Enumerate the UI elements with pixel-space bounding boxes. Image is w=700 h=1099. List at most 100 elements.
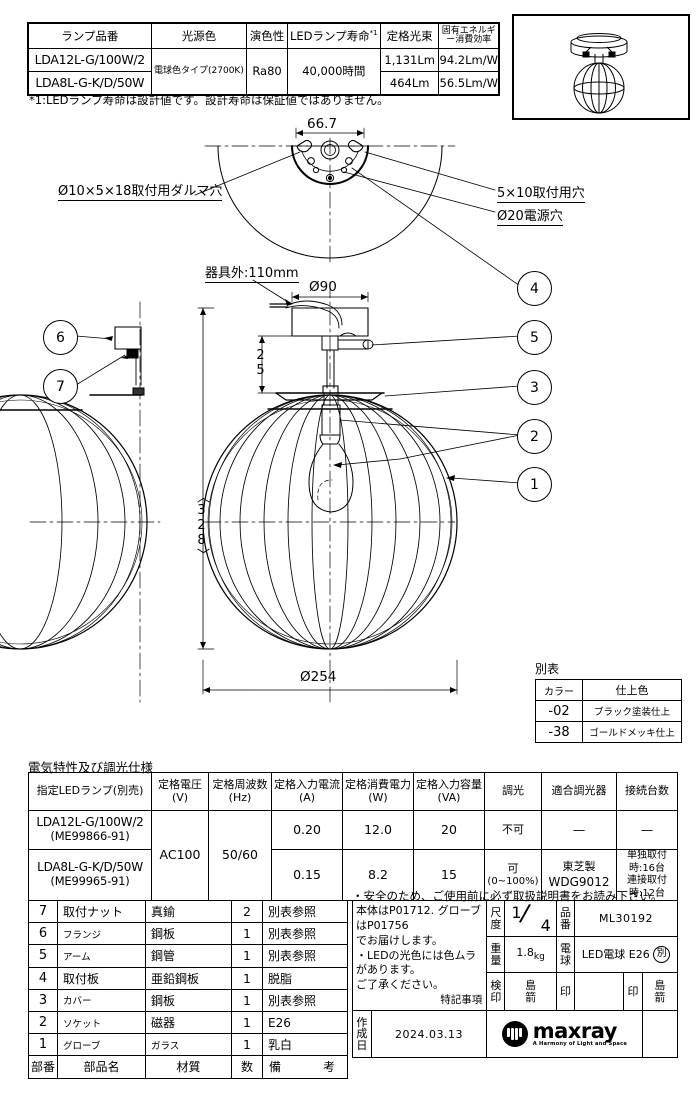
special-note-line-1: 本体はP01712. グローブはP01756: [356, 904, 481, 932]
brand-name: maxray: [532, 1018, 618, 1043]
table-row: 6 フランジ 鋼板 1 別表参照: [28, 922, 348, 946]
part-no-3: 3: [28, 988, 58, 1012]
part-name-3: カバー: [57, 988, 146, 1012]
part-material-5: 鋼管: [145, 944, 232, 968]
elec-current-1: 0.20: [271, 810, 343, 850]
parts-col-remark: 備 考: [262, 1055, 348, 1079]
elec-lamp-2: LDA8L-G-K/D/50W(ME99965-91): [28, 849, 152, 901]
part-remark-1: 乳白: [262, 1033, 348, 1057]
part-no-1: 1: [28, 1033, 58, 1057]
partno-label: 品番: [555, 900, 576, 937]
bulb-badge: 別: [653, 946, 671, 964]
title-block-row-4: 作成日 2024.03.13 maxray A Harmony of Light…: [352, 1010, 678, 1058]
weight-unit: kg: [533, 952, 545, 963]
part-qty-5: 1: [231, 944, 263, 968]
lamp-spec-header-flux: 定格光束: [379, 22, 440, 49]
special-note-line-2: でお届けします。: [356, 933, 443, 947]
lamp-model-1: LDA12L-G/100W/2: [27, 48, 152, 72]
dim-66-7: 66.7: [307, 116, 338, 132]
balloon-1: 1: [517, 467, 552, 502]
date-label: 作成日: [352, 1010, 372, 1058]
part-material-4: 亜鉛鋼板: [145, 966, 232, 990]
table-row: LDA8L-G-K/D/50W(ME99965-91) 0.15 8.2 15 …: [28, 849, 678, 901]
parts-col-material: 材質: [145, 1055, 232, 1079]
part-name-5: アーム: [57, 944, 146, 968]
weight-value: 1.8kg: [504, 936, 557, 973]
alt-finish-1: ブラック塗装仕上: [582, 700, 682, 722]
scale-label: 尺度: [486, 900, 506, 937]
alt-header-finish: 仕上色: [582, 679, 682, 701]
elec-header-capacity: 定格入力容量(VA): [413, 772, 485, 811]
dim-254: Ø254: [300, 669, 337, 685]
lamp-spec-header-life: LEDランプ寿命*1: [286, 22, 381, 49]
lamp-spec-header-color: 光源色: [150, 22, 248, 49]
lamp-spec-header-ra: 演色性: [246, 22, 288, 49]
table-row: 7 取付ナット 真鍮 2 別表参照: [28, 899, 348, 924]
table-row: 1 グローブ ガラス 1 乳白: [28, 1033, 348, 1057]
label-mounting-hole: 5×10取付用穴: [497, 182, 585, 203]
lamp-flux-1: 1,131Lm: [379, 48, 440, 72]
dim-328: 〈328〉: [194, 490, 209, 561]
alt-table-title: 別表: [535, 662, 560, 676]
lamp-eff-2: 56.5Lm/W: [438, 71, 500, 96]
part-name-7: 取付ナット: [57, 899, 146, 924]
elec-units-2: 単独取付時:16台連接取付時:12台: [616, 849, 678, 901]
title-block: 本体はP01712. グローブはP01756 でお届けします。 ・LEDの光色に…: [351, 898, 679, 1058]
part-no-6: 6: [28, 922, 58, 946]
table-row: LDA8L-G-K/D/50W 464Lm 56.5Lm/W: [27, 71, 500, 96]
elec-header-lamp: 指定LEDランプ(別売): [28, 772, 152, 811]
elec-units-1: —: [616, 810, 678, 850]
part-material-6: 鋼板: [145, 922, 232, 946]
lamp-spec-table: ランプ品番 光源色 演色性 LEDランプ寿命*1 定格光束 固有エネルギー消費効…: [27, 22, 500, 96]
alt-header-color: カラー: [535, 679, 583, 701]
elec-power-1: 12.0: [342, 810, 414, 850]
lamp-life-value: 40,000時間: [286, 48, 381, 96]
dim-90: Ø90: [309, 279, 337, 295]
part-name-2: ソケット: [57, 1010, 146, 1035]
alt-color-table: 別表 カラー 仕上色 -02 ブラック塗装仕上 -38 ゴールドメッキ仕上: [535, 660, 682, 743]
special-note-line-3: ・LEDの光色には色ムラがあります。: [356, 948, 476, 977]
seal-label-2: 印: [623, 972, 643, 1011]
elec-current-2: 0.15: [271, 849, 343, 901]
table-row: LDA12L-G/100W/2(ME99866-91) AC100 50/60 …: [28, 810, 678, 901]
parts-col-no: 部番: [28, 1055, 58, 1079]
part-remark-5: 別表参照: [262, 944, 348, 968]
part-name-4: 取付板: [57, 966, 146, 990]
part-remark-6: 別表参照: [262, 922, 348, 946]
part-material-7: 真鍮: [145, 899, 232, 924]
elec-dimming-2: 可(0~100%): [484, 849, 542, 901]
alt-code-1: -02: [535, 700, 583, 722]
special-note-label: 特記事項: [440, 993, 483, 1006]
parts-col-qty: 数: [231, 1055, 263, 1079]
elec-header-frequency: 定格周波数(Hz): [208, 772, 272, 811]
life-note-mark: *1: [369, 29, 378, 38]
special-note: 本体はP01712. グローブはP01756 でお届けします。 ・LEDの光色に…: [351, 900, 488, 1011]
part-material-2: 磁器: [145, 1010, 232, 1035]
table-row: LDA12L-G/100W/2 電球色タイプ(2700K) Ra80 40,00…: [27, 48, 500, 96]
alt-code-2: -38: [535, 721, 583, 743]
check-name: 島箭: [504, 972, 557, 1011]
part-name-1: グローブ: [57, 1033, 146, 1057]
table-row: 4 取付板 亜鉛鋼板 1 脱脂: [28, 966, 348, 990]
balloon-2: 2: [517, 419, 552, 454]
electrical-table-title: 電気特性及び調光仕様: [28, 760, 154, 775]
part-remark-3: 別表参照: [262, 988, 348, 1012]
elec-capacity-1: 20: [413, 810, 485, 850]
bulb-label: 電球: [555, 936, 576, 973]
seal-name: 島箭: [641, 972, 679, 1011]
elec-power-2: 8.2: [342, 849, 414, 901]
part-qty-2: 1: [231, 1010, 263, 1035]
part-qty-6: 1: [231, 922, 263, 946]
balloon-3: 3: [517, 370, 552, 405]
elec-lamp-1: LDA12L-G/100W/2(ME99866-91): [28, 810, 152, 850]
lamp-color-value: 電球色タイプ(2700K): [150, 48, 248, 96]
elec-header-power: 定格消費電力(W): [342, 772, 414, 811]
balloon-6: 6: [43, 320, 78, 355]
dim-25: 25: [253, 348, 268, 378]
electrical-table: 指定LEDランプ(別売) 定格電圧(V) 定格周波数(Hz) 定格入力電流(A)…: [28, 772, 678, 901]
creation-date: 2024.03.13: [370, 1010, 488, 1058]
title-block-row-1: 本体はP01712. グローブはP01756 でお届けします。 ・LEDの光色に…: [351, 898, 678, 1011]
lamp-flux-2: 464Lm: [379, 71, 440, 96]
